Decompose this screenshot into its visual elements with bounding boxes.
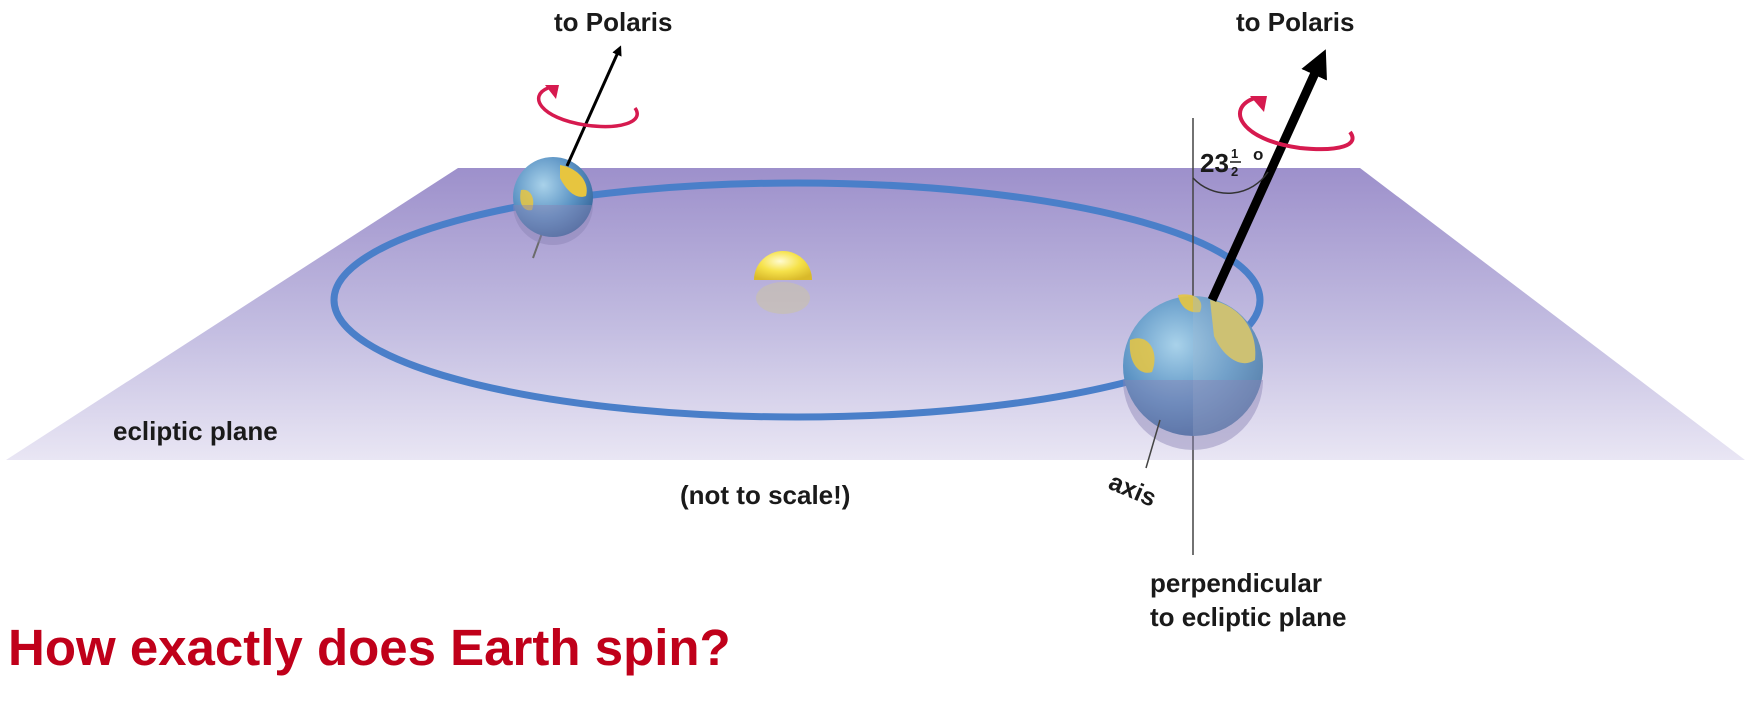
degree-symbol: o: [1253, 145, 1263, 164]
polaris-label-left: to Polaris: [554, 7, 672, 37]
earth-left: [513, 45, 639, 259]
sun: [754, 251, 812, 314]
polaris-label-right: to Polaris: [1236, 7, 1354, 37]
tilt-whole: 23: [1200, 148, 1229, 178]
tilt-denominator: 2: [1231, 164, 1238, 179]
perpendicular-label-line1: perpendicular: [1150, 568, 1322, 598]
ecliptic-plane-label: ecliptic plane: [113, 416, 278, 446]
orbit-ellipse: [330, 179, 1264, 421]
earth-right: [1123, 49, 1355, 555]
tilt-angle-label: 23 1 2 o: [1200, 145, 1263, 179]
perpendicular-label-line2: to ecliptic plane: [1150, 602, 1347, 632]
ecliptic-plane: [6, 168, 1745, 460]
axis-label: axis: [1105, 468, 1161, 513]
not-to-scale-note: (not to scale!): [680, 480, 850, 510]
page-title: How exactly does Earth spin?: [8, 619, 731, 676]
tilt-numerator: 1: [1231, 146, 1238, 161]
